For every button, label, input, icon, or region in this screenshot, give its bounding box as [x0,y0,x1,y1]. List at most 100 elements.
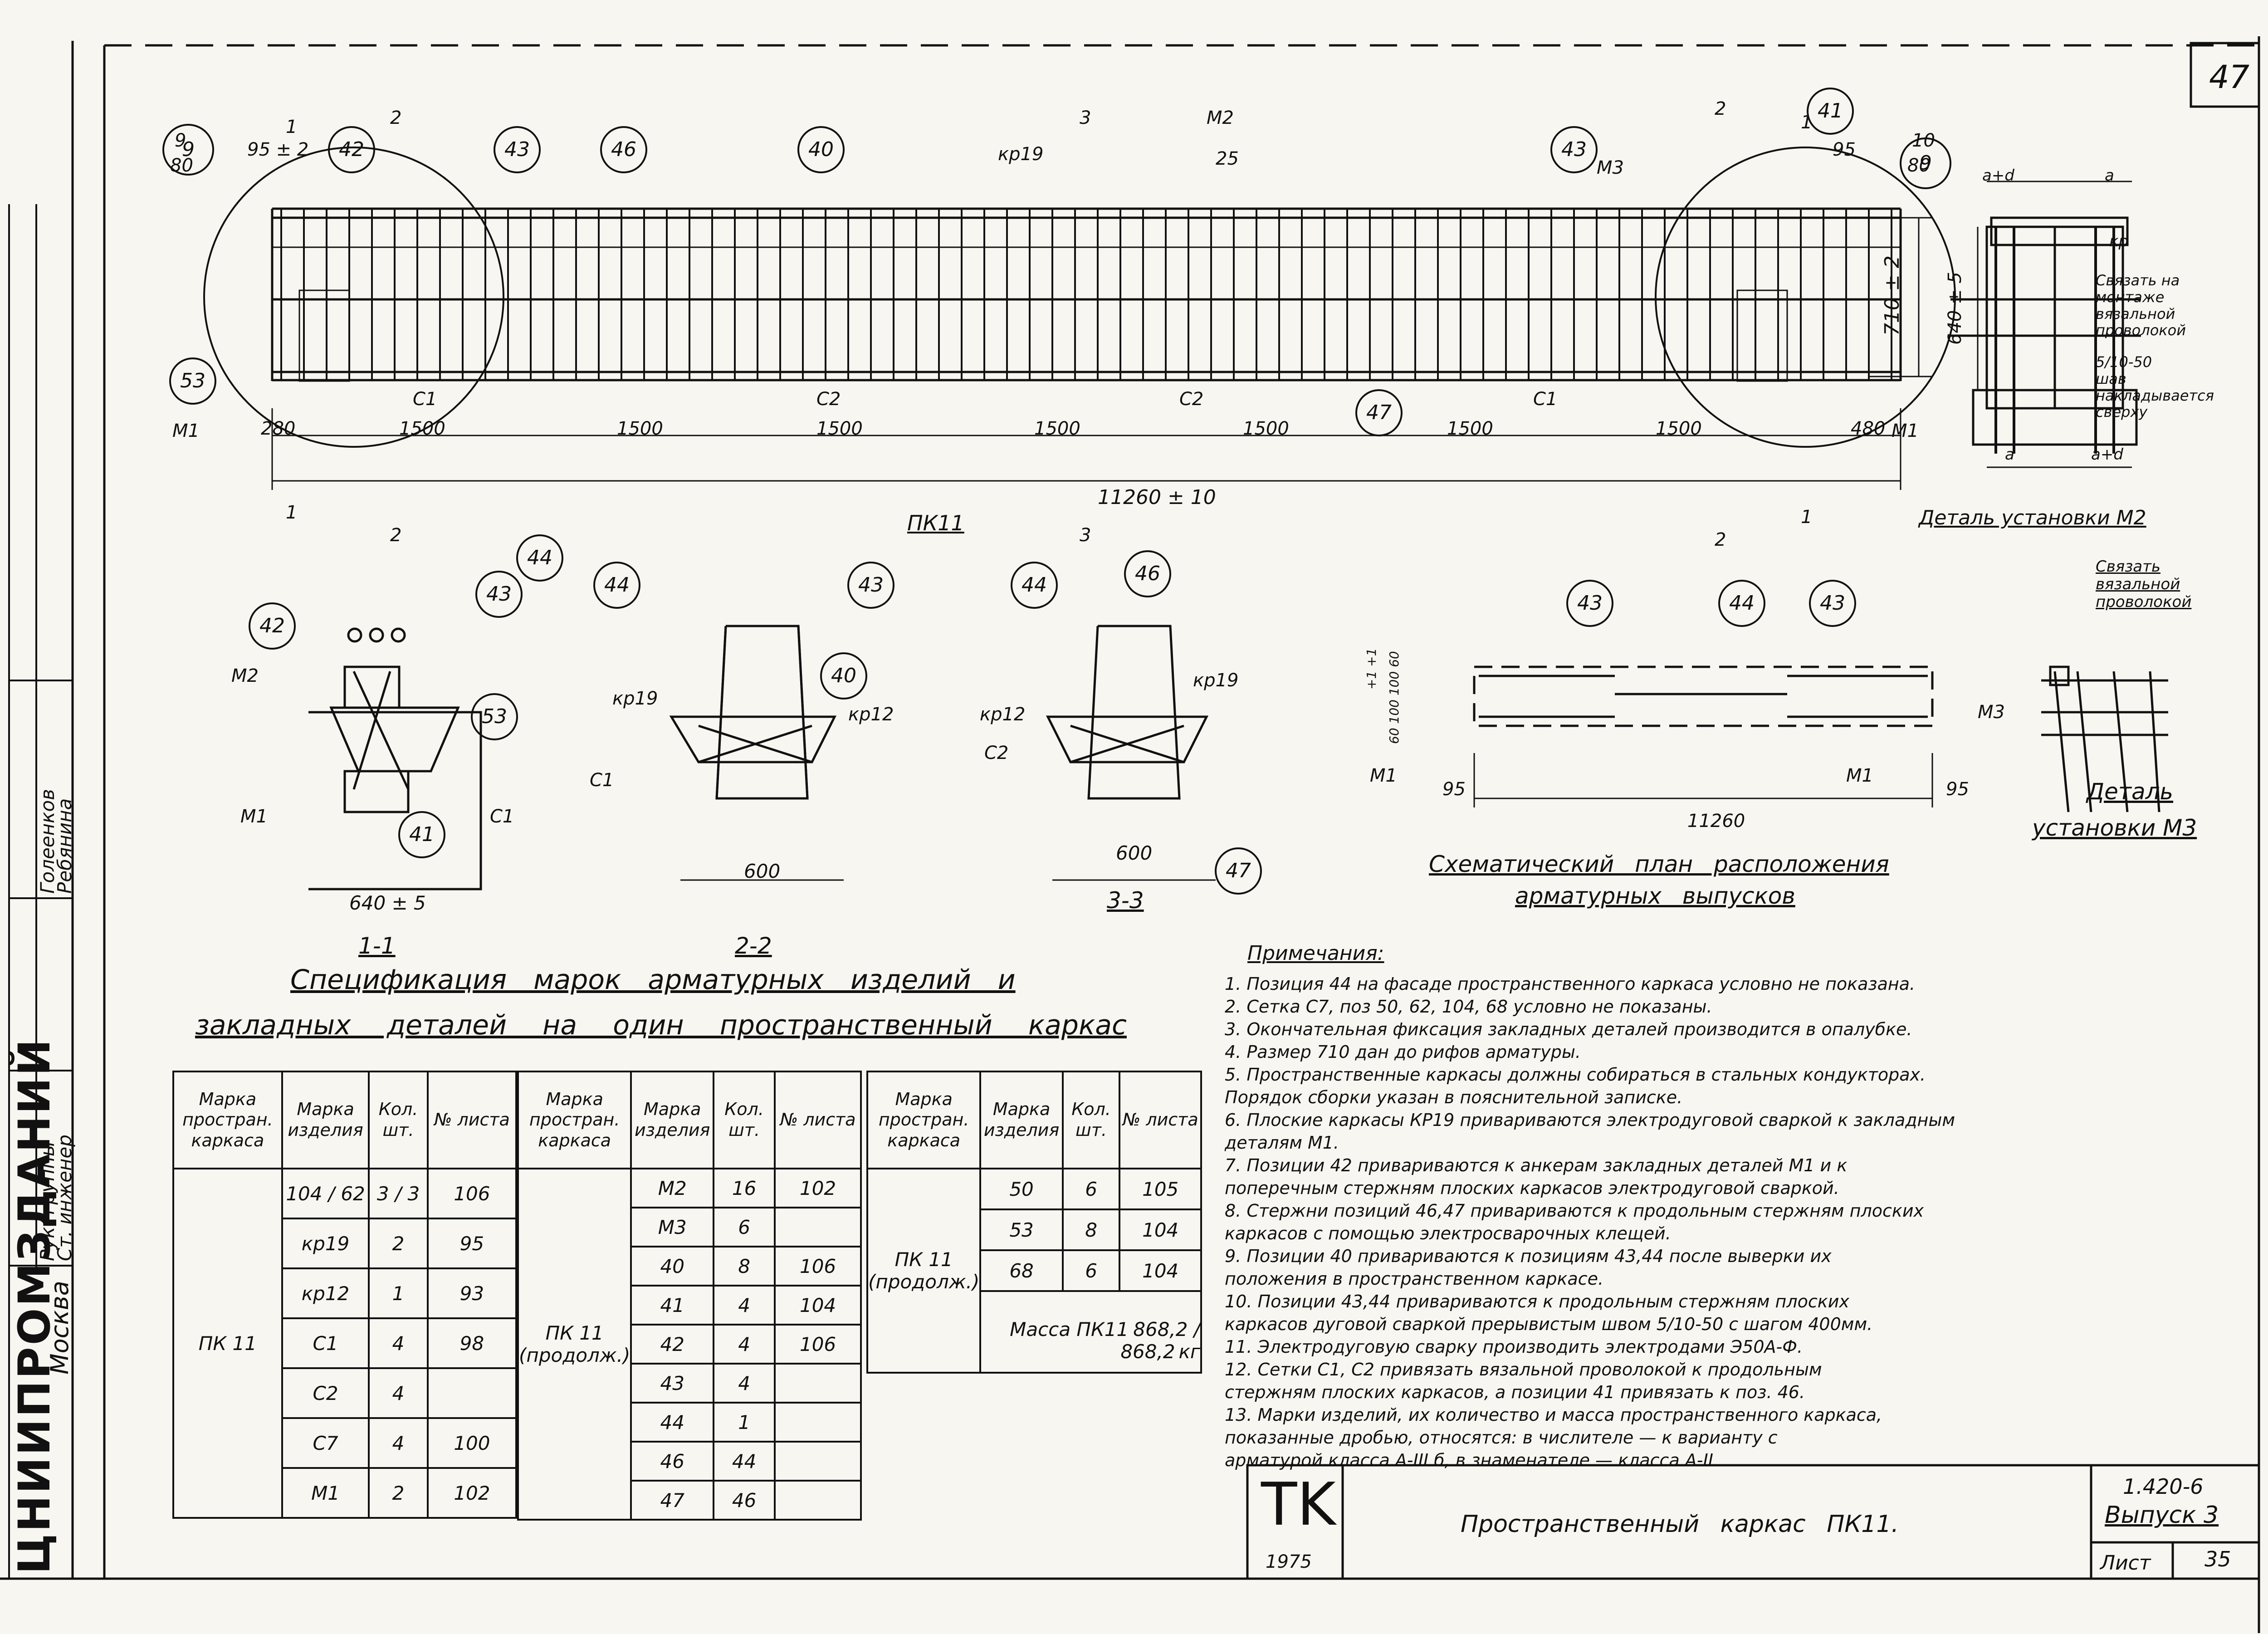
detail-ref-right-num: 10 [1912,130,1935,151]
elevation-callout-1: 43 [504,138,530,161]
elevation-callout-5-circle [1807,88,1854,135]
plan-dim-left: 95 [1442,779,1466,800]
sec1-callout-3-circle [471,693,518,740]
table-cell [774,1207,862,1248]
spec-table-2: Марка простран. каркаса Марка изделия Ко… [517,1071,862,1521]
sec1-callout-0: 44 [527,546,552,569]
elevation-callout-1-circle [494,126,541,173]
table-cell: 46 [630,1441,715,1482]
table-cell: 42 [630,1324,715,1365]
plan-title-2: арматурных выпусков [1515,883,1795,909]
note-line: Порядок сборки указан в пояснительной за… [1225,1087,1683,1107]
plan-drawing [1473,665,1934,807]
sec3-label-kr12: кр12 [980,704,1026,725]
note-line: 1. Позиция 44 на фасаде пространственног… [1225,974,1916,994]
sec1-callout-2-circle [249,602,296,650]
table-cell: М2 [630,1168,715,1208]
page-number: 47 [2209,59,2250,96]
sec2-title: 2-2 [735,933,772,959]
spec2-header-sheet: № листа [774,1071,862,1169]
elevation-label: ПК11 [907,511,964,535]
elevation-callout-5: 41 [1818,99,1843,122]
label-c1-left: С1 [413,389,437,410]
sec1-callout-4: 41 [409,823,435,846]
side-city: Москва [45,1281,74,1375]
label-kr19: кр19 [998,144,1044,165]
detail-m2-dim-ad-bot: a+d [2091,445,2123,464]
note-line: 5. Пространственные каркасы должны собир… [1225,1065,1926,1085]
table-cell: 106 [774,1324,862,1365]
note-line: стержням плоских каркасов, а позиции 41 … [1225,1382,1805,1402]
table-cell: 47 [630,1480,715,1521]
table-cell: 4 [368,1317,429,1369]
spec2-header-item: Марка изделия [630,1071,715,1169]
note-line: 6. Плоские каркасы КР19 привариваются эл… [1225,1110,1955,1130]
detail-ref-right-circle-circle [1900,137,1951,189]
table-cell: 102 [426,1467,518,1519]
label-m3: М3 [1597,157,1624,178]
detail-m3-drawing [2041,665,2168,812]
label-c2-right: С2 [1179,389,1204,410]
sec3-title: 3-3 [1107,887,1144,914]
note-line: деталям М1. [1225,1133,1339,1153]
frame-cell: ПК 11 (продолж.) [517,1168,632,1521]
stamp-letters: TK [1261,1470,1336,1539]
elevation-callout-3-circle [797,126,845,173]
spec3-header-sheet: № листа [1119,1071,1202,1169]
table-cell [774,1363,862,1404]
detail-m3-title-1: Деталь [2087,778,2174,805]
detail-ref-left-circle: 9 [182,138,195,161]
plan-label-m1-right: М1 [1846,765,1873,786]
sec2-callout-1: 43 [858,573,884,597]
note-line: 8. Стержни позиций 46,47 привариваются к… [1225,1201,1924,1221]
detail-m2-title: Деталь установки М2 [1919,506,2146,529]
table-cell: 104 [1119,1208,1202,1251]
detail-m2-note-tie: Связать на монтаже вязальной проволокой [2096,272,2186,339]
table-cell: 4 [713,1324,776,1365]
section-1-1-drawing [308,627,482,890]
table-cell: 106 [774,1246,862,1287]
label-m1-right: М1 [1892,421,1919,441]
sec3-callout-0: 44 [1022,573,1047,597]
elevation-stirrups [280,209,1892,380]
elevation-dim-7: 1500 [1656,418,1702,439]
table-cell: кр12 [281,1267,370,1319]
spec2-header-frame: Марка простран. каркаса [517,1071,632,1169]
elevation-callout-3: 40 [808,138,834,161]
label-m1-left: М1 [172,421,200,441]
drawing-title: Пространственный каркас ПК11. [1461,1511,1899,1538]
elevation-callout-4: 43 [1561,138,1587,161]
detail-m2-drawing [1950,181,2141,468]
plan-length: 11260 [1687,811,1745,832]
plan-callout-2: 43 [1820,592,1845,615]
note-line: 10. Позиции 43,44 привариваются к продол… [1225,1292,1849,1311]
label-m2: М2 [1207,108,1234,128]
note-line: 13. Марки изделий, их количество и масса… [1225,1405,1882,1425]
note-line: 11. Электродуговую сварку производить эл… [1225,1337,1803,1357]
sec2-callout-1-circle [847,562,894,609]
label-c2-left: С2 [816,389,841,410]
side-name-2: Ребянина [54,798,76,894]
sec3-callout-1-circle [1124,550,1171,597]
elevation-dim-2: 1500 [617,418,663,439]
height-dimension: 710 ± 2 [1881,255,1904,336]
table-cell: С1 [281,1317,370,1369]
section-3-3-drawing [1046,625,1216,881]
top-dim-left: 95 ± 2 [247,139,309,160]
table-cell: С2 [281,1367,370,1419]
note-line: поперечным стержням плоских каркасов эле… [1225,1178,1839,1198]
sec2-label-c1: С1 [590,770,614,791]
section-mark-7: 3 [1080,525,1091,546]
note-line: каркасов с помощью электросварочных клещ… [1225,1223,1671,1243]
table-cell: С7 [281,1417,370,1469]
table-cell: 98 [426,1317,518,1369]
